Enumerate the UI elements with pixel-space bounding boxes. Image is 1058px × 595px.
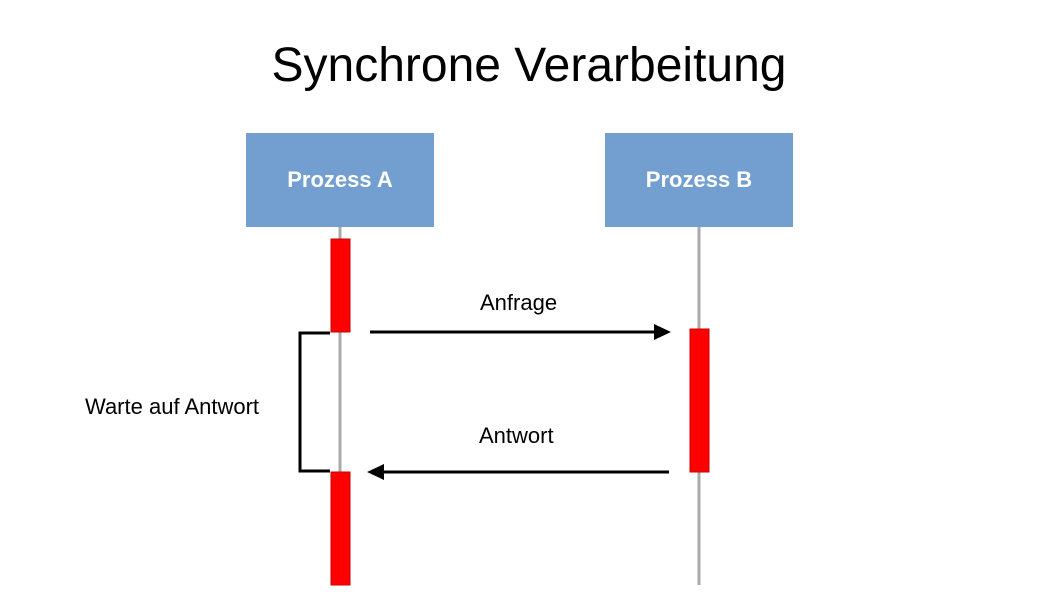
request-arrowhead <box>654 324 671 340</box>
process-b-label: Prozess B <box>645 167 753 192</box>
process-a-box: Prozess A <box>246 133 434 227</box>
response-label: Antwort <box>479 423 554 448</box>
request-label: Anfrage <box>480 290 558 315</box>
wait-bracket <box>298 331 330 473</box>
activation-a-after <box>330 471 351 586</box>
activation-b <box>689 328 710 473</box>
activation-a-before <box>330 238 351 333</box>
process-a-label: Prozess A <box>287 167 393 192</box>
process-b-box: Prozess B <box>605 133 793 227</box>
response-arrowhead <box>367 464 384 480</box>
wait-label: Warte auf Antwort <box>85 394 260 419</box>
diagram-title: Synchrone Verarbeitung <box>271 39 787 92</box>
